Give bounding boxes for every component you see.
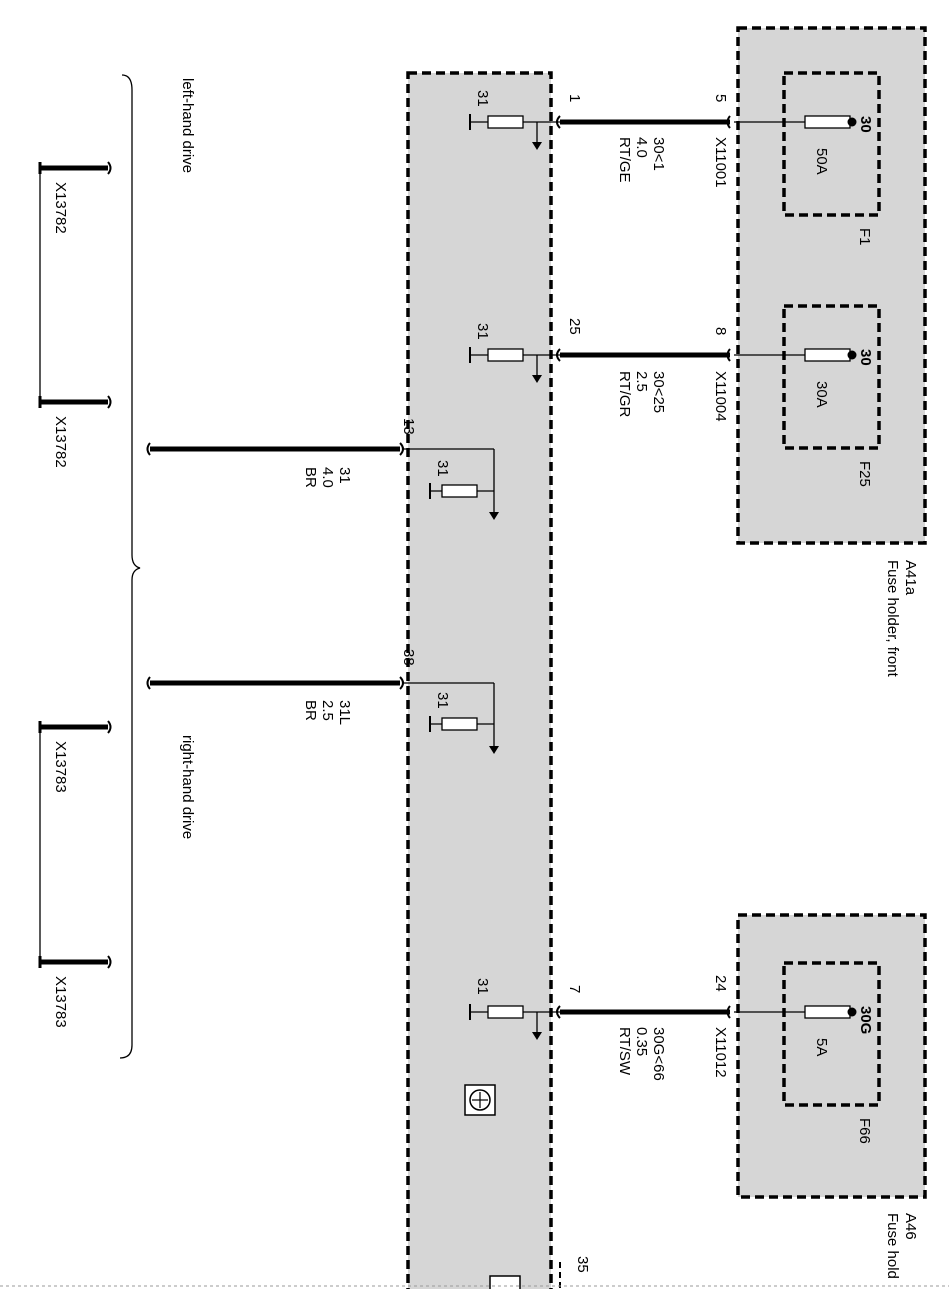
variant-left-hand-drive: left-hand drive [179,78,196,173]
wire-25-gauge: 2.5 [633,371,650,392]
ground-label-pin-1: 31 [474,90,491,107]
internal-ground-pin-13 [404,448,499,520]
wire-pin-1 [556,115,731,129]
wire-7-gauge: 0.35 [633,1027,650,1056]
fuse-f25-name: F25 [856,461,873,487]
fuse-symbol-f25 [804,348,857,362]
fuse-f66-name: F66 [856,1118,873,1144]
module-a46-id: A46 [902,1213,919,1240]
wire-1-signal: 30<1 [650,137,667,171]
ground-point-2 [38,395,112,409]
wire-pin-25 [556,348,731,362]
wire-7-pin: 7 [566,985,583,993]
wire-1-pin: 1 [566,94,583,102]
wire-7-color: RT/SW [616,1027,633,1076]
fuse-f25-connector: X11004 [712,371,729,422]
fuse-f25-rating: 30A [813,381,830,408]
fuse-symbol-f66 [804,1005,857,1019]
fuse-f1-pin: 5 [712,94,729,102]
wire-1-color: RT/GE [616,137,633,183]
fuse-box-f1 [782,71,881,217]
ground-label-pin-25: 31 [474,323,491,340]
wire-38-signal: 31L [336,700,353,725]
fuse-f66-connector: X11012 [712,1027,729,1078]
ground-point-1 [38,161,112,175]
wire-25-signal: 30<25 [650,371,667,413]
ground-label-pin-13: 31 [434,460,451,477]
bottom-pin: 35 [574,1256,591,1273]
wire-25-color: RT/GR [616,371,633,418]
wire-38-gauge: 2.5 [319,700,336,721]
fuse-box-f66 [782,961,881,1107]
fuse-f1-rating: 50A [813,148,830,175]
fuse-holder-a46 [736,913,927,1199]
fuse-f1-connector: X11001 [712,137,729,188]
internal-load-pin-25 [469,347,560,383]
module-a41a-desc: Fuse holder, front [884,560,901,678]
bottom-connector-stub [0,1262,949,1289]
wire-13-signal: 31 [336,467,353,484]
fuse-f66-pin: 24 [712,975,729,992]
variant-right-hand-drive: right-hand drive [179,735,196,839]
ground-label-pin-38: 31 [434,692,451,709]
fuse-box-f25 [782,304,881,450]
ground-label-pin-7: 31 [474,978,491,995]
wire-13-pin: 13 [400,418,417,435]
ground-point-3-connector: X13783 [52,741,69,793]
brace-left-hand-drive [119,74,141,1059]
wire-pin-38 [146,676,404,690]
wire-13-color: BR [302,467,319,488]
module-symbol-icon [464,1084,496,1116]
wire-38-pin: 38 [400,649,417,666]
fuse-f25-terminal: 30 [857,349,874,366]
fuse-f1-name: F1 [856,228,873,246]
ground-point-2-connector: X13782 [52,416,69,468]
wire-pin-7 [556,1005,731,1019]
wire-1-gauge: 4.0 [633,137,650,158]
fuse-holder-a41a [736,26,927,545]
wire-7-signal: 30G<66 [650,1027,667,1081]
wire-13-gauge: 4.0 [319,467,336,488]
wire-pin-13 [146,442,404,456]
fuse-f66-rating: 5A [813,1038,830,1056]
ground-point-1-connector: X13782 [52,182,69,234]
wire-38-color: BR [302,700,319,721]
fuse-f66-terminal: 30G [857,1006,874,1034]
module-a41a-id: A41a [902,560,919,596]
internal-load-pin-7 [469,1004,560,1040]
ground-point-4 [38,955,112,969]
wire-25-pin: 25 [566,318,583,335]
internal-load-pin-1 [469,114,560,150]
module-a46-desc: Fuse hold [884,1213,901,1279]
ground-point-3 [38,720,112,734]
ground-point-4-connector: X13783 [52,976,69,1028]
fuse-f25-pin: 8 [712,327,729,335]
internal-ground-pin-38 [404,682,499,754]
fuse-f1-terminal: 30 [857,116,874,133]
fuse-symbol-f1 [804,115,857,129]
